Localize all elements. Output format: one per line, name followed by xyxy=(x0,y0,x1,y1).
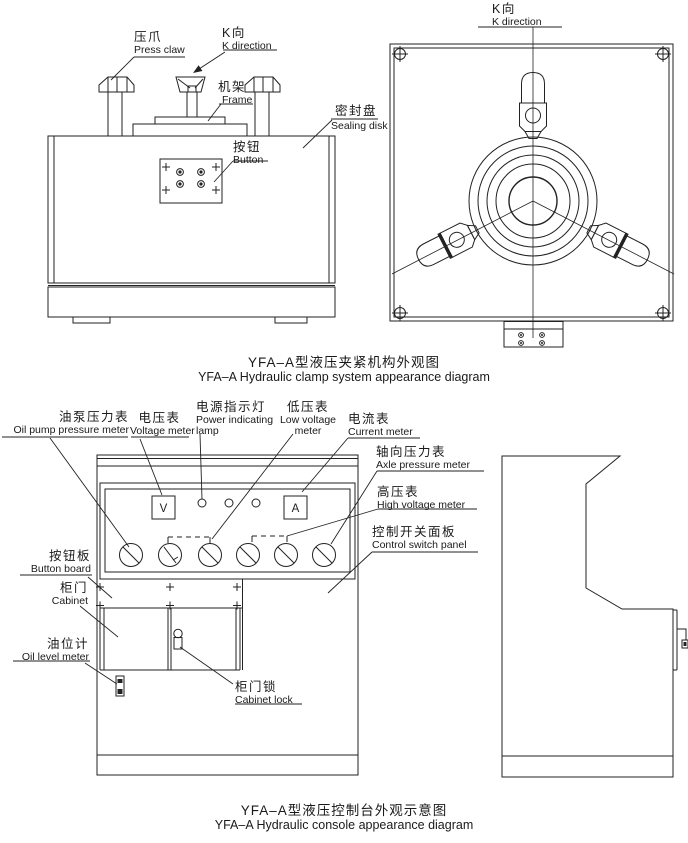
k-view-claw-lower-right xyxy=(586,222,650,267)
sealing-disk-circles xyxy=(468,136,598,266)
label-axle-pressure-meter: 轴向压力表 Axle pressure meter xyxy=(376,445,470,471)
control-switch-panel xyxy=(99,482,356,580)
gauge-group-bracket xyxy=(167,535,288,543)
label-voltage-meter: 电压表 Voltage meter xyxy=(130,411,195,437)
leader-lines xyxy=(2,26,562,705)
ammeter-glyph: A xyxy=(292,503,300,515)
label-frame: 机架 Frame xyxy=(218,80,253,106)
label-oil-pump-pressure-meter: 油泵压力表 Oil pump pressure meter xyxy=(13,410,129,436)
press-claw-left xyxy=(98,76,135,136)
press-claw-right xyxy=(244,76,281,136)
gauge-4 xyxy=(236,543,260,567)
frame-upper-plate xyxy=(154,116,226,125)
label-cabinet-lock: 柜门锁 Cabinet lock xyxy=(235,680,293,706)
push-button[interactable] xyxy=(176,180,184,188)
voltmeter xyxy=(151,495,176,520)
indicator-lamp xyxy=(224,498,234,508)
button-box xyxy=(159,158,223,204)
clamp-body xyxy=(47,135,336,284)
label-sealing-disk: 密封盘 Sealing disk xyxy=(331,104,388,132)
frame-lower-plate xyxy=(132,123,248,137)
k-view-claw-top xyxy=(519,71,547,139)
console-front-view xyxy=(96,454,359,776)
label-power-indicating-lamp: 电源指示灯 Power indicating lamp xyxy=(196,400,274,437)
power-indicator-lamp xyxy=(197,498,207,508)
console-side-view xyxy=(501,455,688,778)
clamp-foot-right xyxy=(274,316,308,324)
label-low-voltage-meter: 低压表 Low voltage meter xyxy=(279,400,337,437)
label-button: 按钮 Button xyxy=(233,140,264,166)
k-view-claw-lower-left xyxy=(416,222,480,267)
label-high-voltage-meter: 高压表 High voltage meter xyxy=(377,485,466,511)
gauge-high-voltage xyxy=(274,543,298,567)
clamp-foot-left xyxy=(72,316,111,324)
k-direction-arrow xyxy=(193,51,226,73)
push-button[interactable] xyxy=(197,168,205,176)
clamp-base xyxy=(47,286,336,318)
cabinet-doors[interactable] xyxy=(99,579,243,671)
button-board-band xyxy=(96,583,241,610)
side-door-handle[interactable] xyxy=(677,628,688,649)
clamp-front-view xyxy=(47,51,336,324)
indicator-lamp xyxy=(251,498,261,508)
gauge-axle-pressure xyxy=(312,543,336,567)
label-cabinet: 柜门 Cabinet xyxy=(51,581,88,607)
label-current-meter: 电流表 Current meter xyxy=(348,412,413,438)
clamp-center-boss xyxy=(175,76,206,117)
gauge-low-voltage xyxy=(198,543,222,567)
cabinet-lock-handle[interactable] xyxy=(173,628,183,650)
clamp-caption: YFA–A型液压夹紧机构外观图 YFA–A Hydraulic clamp sy… xyxy=(198,355,490,384)
label-k-direction-front: K向 K direction xyxy=(222,26,272,52)
label-press-claw: 压爪 Press claw xyxy=(134,30,185,56)
corner-screw xyxy=(392,46,671,321)
console-caption: YFA–A型液压控制台外观示意图 YFA–A Hydraulic console… xyxy=(214,803,474,832)
clamp-k-view xyxy=(389,27,675,348)
k-view-bottom-bracket xyxy=(503,321,564,348)
ammeter xyxy=(283,495,308,520)
label-k-view: K向 K direction xyxy=(492,2,542,28)
push-button[interactable] xyxy=(176,168,184,176)
gauge-oil-pump-pressure xyxy=(119,543,143,567)
label-button-board: 按钮板 Button board xyxy=(30,549,91,575)
voltmeter-glyph: V xyxy=(160,503,168,515)
oil-level-gauge xyxy=(115,675,125,697)
gauge-2 xyxy=(158,543,182,567)
push-button[interactable] xyxy=(197,180,205,188)
label-oil-level-meter: 油位计 Oil level meter xyxy=(21,637,89,663)
label-control-switch-panel: 控制开关面板 Control switch panel xyxy=(372,525,467,551)
